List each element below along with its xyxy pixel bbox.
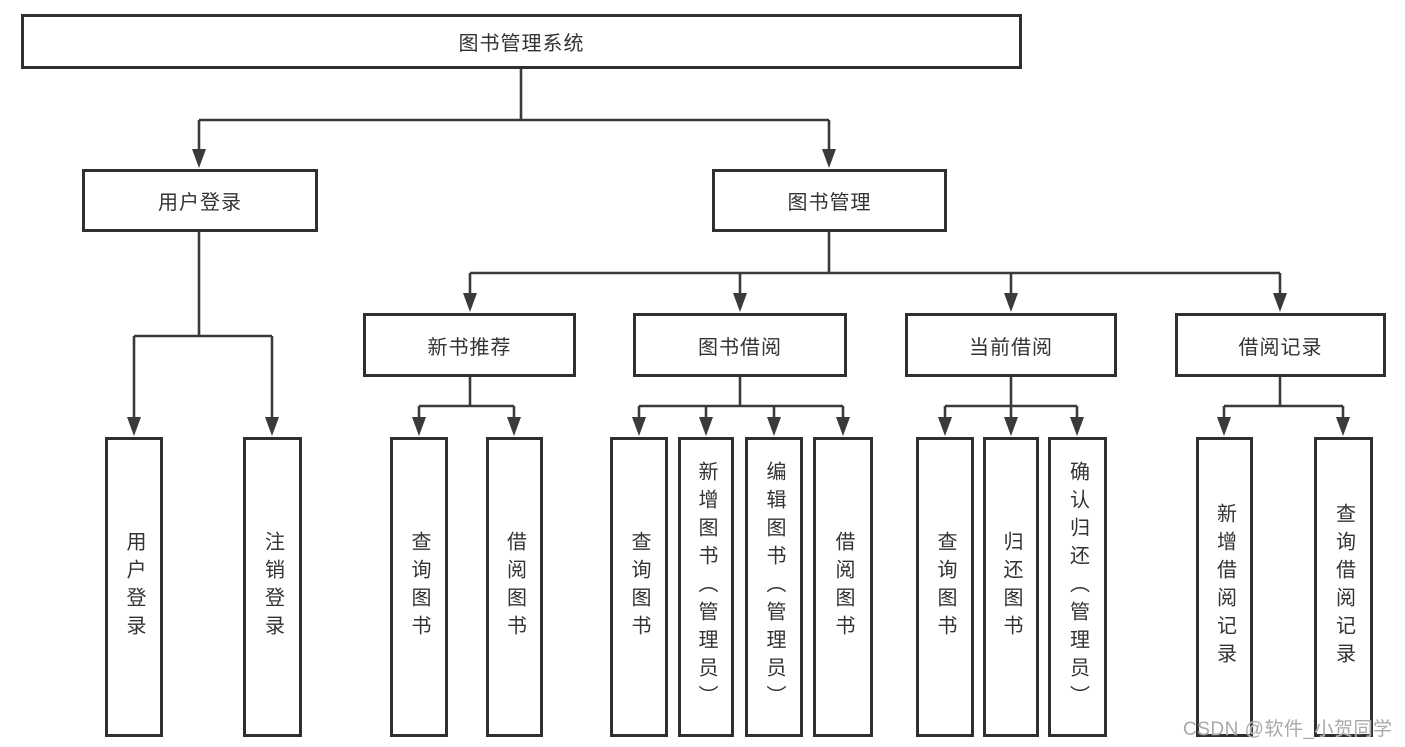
leaf-borrow-books-recommend: 借阅图书 bbox=[486, 437, 543, 737]
leaf-query-books-recommend: 查询图书 bbox=[390, 437, 448, 737]
node-book-management-label: 图书管理 bbox=[787, 192, 872, 214]
arrowhead-group bbox=[127, 149, 1350, 436]
leaf-return-books-label: 归还图书 bbox=[1000, 531, 1022, 643]
leaf-add-borrow-record: 新增借阅记录 bbox=[1196, 437, 1253, 737]
leaf-edit-books-admin-label: 编辑图书（管理员） bbox=[763, 461, 785, 713]
leaf-query-books-borrow: 查询图书 bbox=[610, 437, 668, 737]
node-current-borrowing: 当前借阅 bbox=[905, 313, 1117, 377]
leaf-confirm-return-admin-label: 确认归还（管理员） bbox=[1066, 461, 1089, 713]
node-book-borrowing: 图书借阅 bbox=[633, 313, 847, 377]
leaf-logout: 注销登录 bbox=[243, 437, 302, 737]
leaf-add-borrow-record-label: 新增借阅记录 bbox=[1213, 503, 1236, 671]
leaf-edit-books-admin: 编辑图书（管理员） bbox=[745, 437, 803, 737]
leaf-query-books-current-label: 查询图书 bbox=[934, 531, 956, 643]
leaf-add-books-admin-label: 新增图书（管理员） bbox=[695, 461, 717, 713]
csdn-watermark: CSDN @软件_小贺同学 bbox=[1183, 719, 1393, 740]
node-user-login-label: 用户登录 bbox=[158, 192, 242, 214]
leaf-query-borrow-record: 查询借阅记录 bbox=[1314, 437, 1373, 737]
leaf-logout-label: 注销登录 bbox=[261, 531, 284, 643]
leaf-add-books-admin: 新增图书（管理员） bbox=[678, 437, 734, 737]
leaf-query-books-borrow-label: 查询图书 bbox=[628, 531, 650, 643]
node-new-book-recommendation: 新书推荐 bbox=[363, 313, 576, 377]
node-book-management: 图书管理 bbox=[712, 169, 947, 232]
root-node-library-system: 图书管理系统 bbox=[21, 14, 1022, 69]
leaf-user-login-label: 用户登录 bbox=[123, 531, 145, 643]
node-borrowing-records-label: 借阅记录 bbox=[1238, 336, 1323, 359]
leaf-confirm-return-admin: 确认归还（管理员） bbox=[1048, 437, 1107, 737]
node-current-borrowing-label: 当前借阅 bbox=[969, 336, 1053, 359]
leaf-return-books: 归还图书 bbox=[983, 437, 1039, 737]
leaf-user-login: 用户登录 bbox=[105, 437, 163, 737]
leaf-query-books-recommend-label: 查询图书 bbox=[408, 531, 430, 643]
leaf-borrow-books: 借阅图书 bbox=[813, 437, 873, 737]
leaf-borrow-books-label: 借阅图书 bbox=[832, 531, 854, 643]
node-borrowing-records: 借阅记录 bbox=[1175, 313, 1386, 377]
root-node-label: 图书管理系统 bbox=[458, 33, 585, 55]
node-new-book-recommendation-label: 新书推荐 bbox=[427, 336, 512, 359]
node-user-login: 用户登录 bbox=[82, 169, 318, 232]
leaf-borrow-books-recommend-label: 借阅图书 bbox=[503, 531, 526, 643]
leaf-query-borrow-record-label: 查询借阅记录 bbox=[1332, 503, 1355, 671]
leaf-query-books-current: 查询图书 bbox=[916, 437, 974, 737]
node-book-borrowing-label: 图书借阅 bbox=[698, 336, 782, 359]
